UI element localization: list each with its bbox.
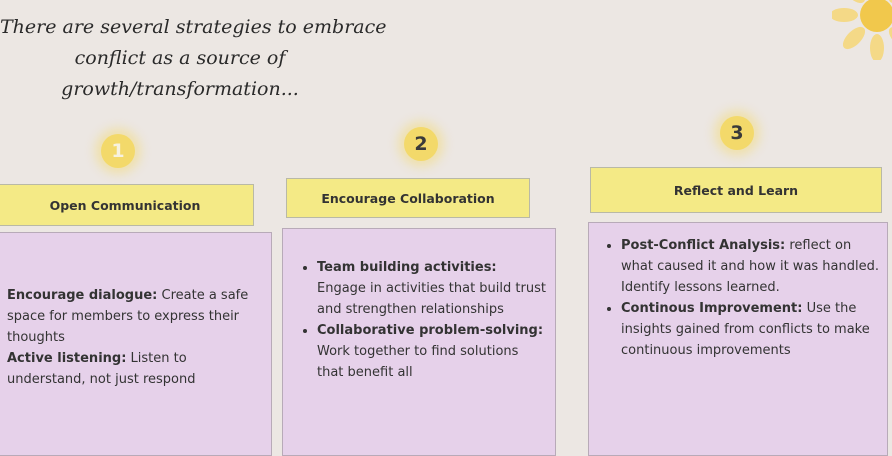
col1-item-1-text: Create a safe space for members to expre… [7, 288, 249, 345]
title-line-1: There are several strategies to embrace [0, 16, 387, 38]
col3-item-1: Post-Conflict Analysis: reflect on what … [621, 235, 879, 298]
col1-item-2: Active listening: Listen to understand, … [7, 348, 265, 390]
col3-item-2-text: Use the insights gained from conflicts t… [621, 301, 870, 358]
col2-item-1-label: Team building activities: [317, 260, 497, 275]
col2-item-1: Team building activities: [317, 257, 547, 278]
col3-item-2-label: Continous Improvement: [621, 301, 803, 316]
col2-item-2: Collaborative problem-solving: Work toge… [317, 320, 547, 383]
col1-item-1: Encourage dialogue: Create a safe space … [7, 285, 265, 348]
col3-item-1-label: Post-Conflict Analysis: [621, 238, 786, 253]
col2-item-2-text: Work together to find solutions that ben… [317, 344, 519, 380]
card-encourage-collaboration: Team building activities: Engage in acti… [282, 228, 556, 456]
header-open-communication: Open Communication [0, 184, 254, 226]
col1-item-1-label: Encourage dialogue: [7, 288, 158, 303]
col2-item-2-label: Collaborative problem-solving: [317, 323, 544, 338]
sun-flower-icon [832, 0, 892, 60]
step-2-badge: 2 [404, 127, 438, 161]
page-title: There are several strategies to embrace … [0, 12, 387, 105]
col2-item-1-text: Engage in activities that build trust an… [317, 281, 546, 317]
col1-item-2-text: Listen to understand, not just respond [7, 351, 196, 387]
header-label: Open Communication [49, 197, 201, 213]
header-label: Encourage Collaboration [321, 190, 495, 206]
step-1-badge: 1 [101, 134, 135, 168]
header-encourage-collaboration: Encourage Collaboration [286, 178, 530, 218]
card-open-communication: Encourage dialogue: Create a safe space … [0, 232, 272, 456]
step-3-badge: 3 [720, 116, 754, 150]
col3-item-2: Continous Improvement: Use the insights … [621, 298, 879, 361]
card-reflect-and-learn: Post-Conflict Analysis: reflect on what … [588, 222, 888, 456]
title-line-2: conflict as a source of [74, 47, 286, 69]
title-line-3: growth/transformation... [61, 78, 299, 100]
col1-item-2-label: Active listening: [7, 351, 127, 366]
header-label: Reflect and Learn [673, 182, 799, 198]
col3-item-1-text: reflect on what caused it and how it was… [621, 238, 880, 295]
header-reflect-and-learn: Reflect and Learn [590, 167, 882, 213]
